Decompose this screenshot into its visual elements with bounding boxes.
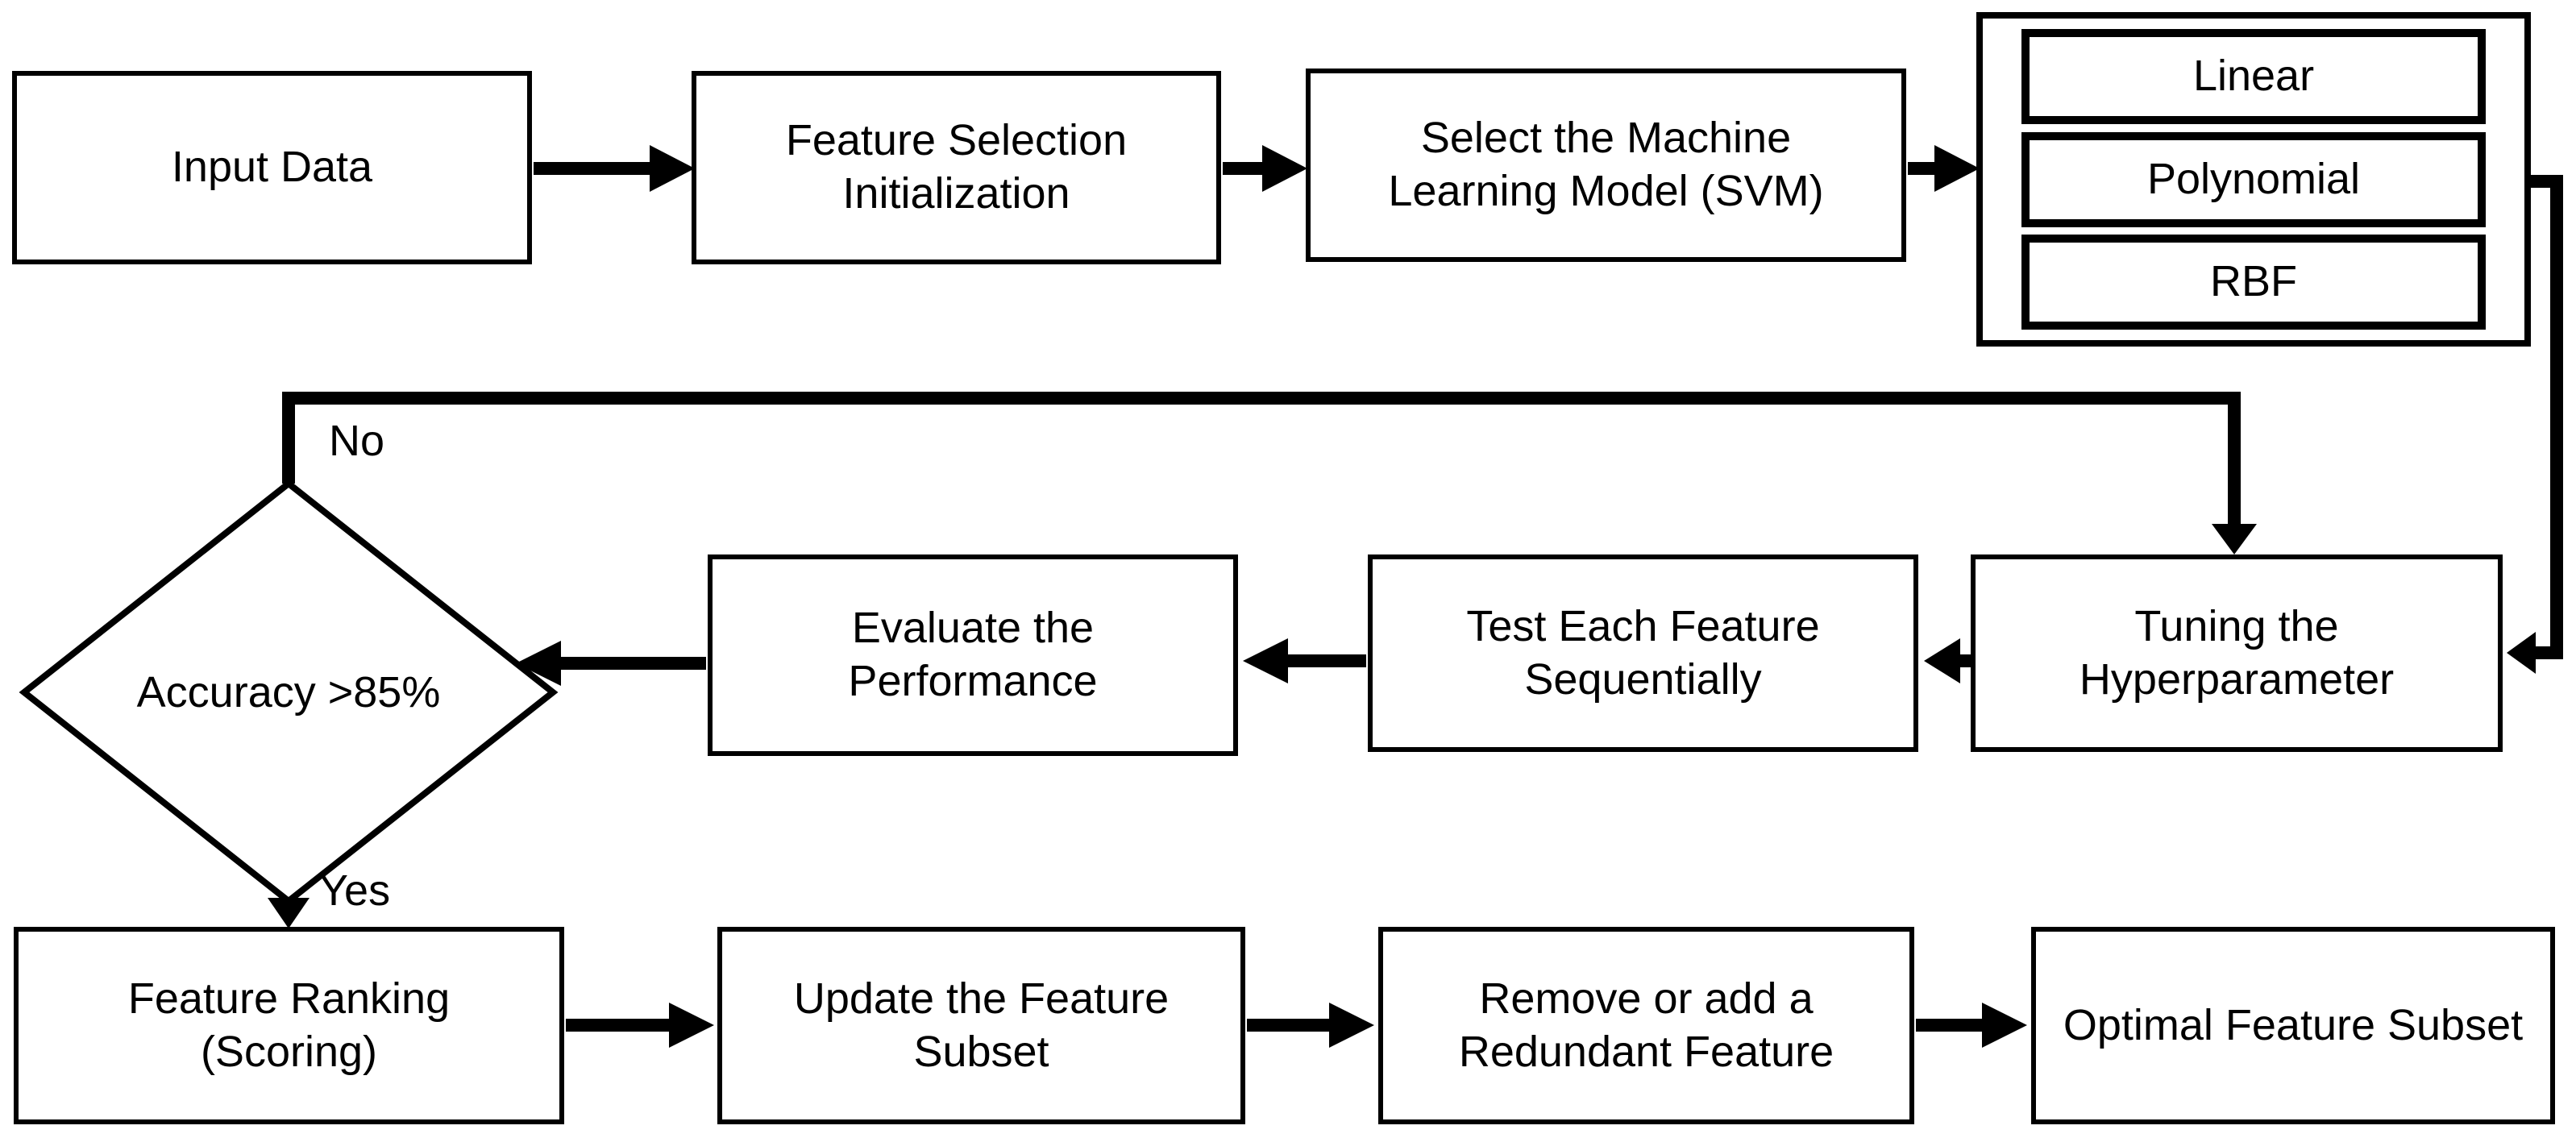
node-test-each-feature-label: Test Each Feature Sequentially <box>1466 601 1820 704</box>
arrow-ranking-to-update <box>566 1003 714 1048</box>
arrow-test-to-evaluate <box>1243 638 1366 683</box>
node-evaluate-performance: Evaluate the Performance <box>708 554 1238 756</box>
node-feature-ranking: Feature Ranking (Scoring) <box>14 927 564 1124</box>
edge-label-no: No <box>329 417 385 465</box>
node-remove-add-redundant-feature-label: Remove or add a Redundant Feature <box>1458 974 1834 1076</box>
node-update-feature-subset: Update the Feature Subset <box>717 927 1245 1124</box>
arrow-tuning-to-test <box>1924 638 1971 683</box>
arrow-init-to-select <box>1223 145 1307 192</box>
arrow-evaluate-to-decision <box>516 641 706 686</box>
node-select-machine-learning-model: Select the Machine Learning Model (SVM) <box>1306 69 1906 262</box>
node-evaluate-performance-label: Evaluate the Performance <box>848 604 1098 705</box>
kernel-option-linear: Linear <box>2021 29 2486 124</box>
arrow-input-to-init <box>534 145 695 192</box>
decision-accuracy-diamond <box>19 479 559 906</box>
decision-accuracy-label: Accuracy >85% <box>136 668 441 716</box>
kernel-options-container: Linear Polynomial RBF <box>1976 12 2531 347</box>
edge-kernels-to-tuning <box>2507 175 2563 674</box>
kernel-option-polynomial-label: Polynomial <box>2146 154 2361 203</box>
node-tuning-hyperparameter: Tuning the Hyperparameter <box>1971 554 2503 752</box>
node-feature-ranking-label: Feature Ranking (Scoring) <box>127 974 451 1076</box>
kernel-option-polynomial: Polynomial <box>2021 131 2486 227</box>
kernel-option-rbf-label: RBF <box>2210 257 2297 306</box>
edge-no-loop <box>282 392 2257 554</box>
node-tuning-hyperparameter-label: Tuning the Hyperparameter <box>2079 601 2395 704</box>
node-remove-add-redundant-feature: Remove or add a Redundant Feature <box>1378 927 1914 1124</box>
arrow-remove-to-optimal <box>1916 1003 2027 1048</box>
kernel-option-rbf: RBF <box>2021 235 2486 330</box>
node-select-machine-learning-model-label: Select the Machine Learning Model (SVM) <box>1388 114 1824 215</box>
node-test-each-feature: Test Each Feature Sequentially <box>1368 554 1918 752</box>
node-feature-selection-initialization-label: Feature Selection Initialization <box>785 116 1128 218</box>
node-optimal-feature-subset-label: Optimal Feature Subset <box>2063 1000 2524 1049</box>
node-update-feature-subset-label: Update the Feature Subset <box>793 974 1170 1076</box>
arrow-select-to-kernels <box>1908 145 1980 192</box>
node-feature-selection-initialization: Feature Selection Initialization <box>692 71 1221 264</box>
kernel-option-linear-label: Linear <box>2192 52 2315 101</box>
node-input-data-label: Input Data <box>171 143 373 192</box>
edge-label-yes: Yes <box>319 866 391 915</box>
node-input-data: Input Data <box>12 71 532 264</box>
node-optimal-feature-subset: Optimal Feature Subset <box>2031 927 2555 1124</box>
arrow-update-to-remove <box>1247 1003 1374 1048</box>
